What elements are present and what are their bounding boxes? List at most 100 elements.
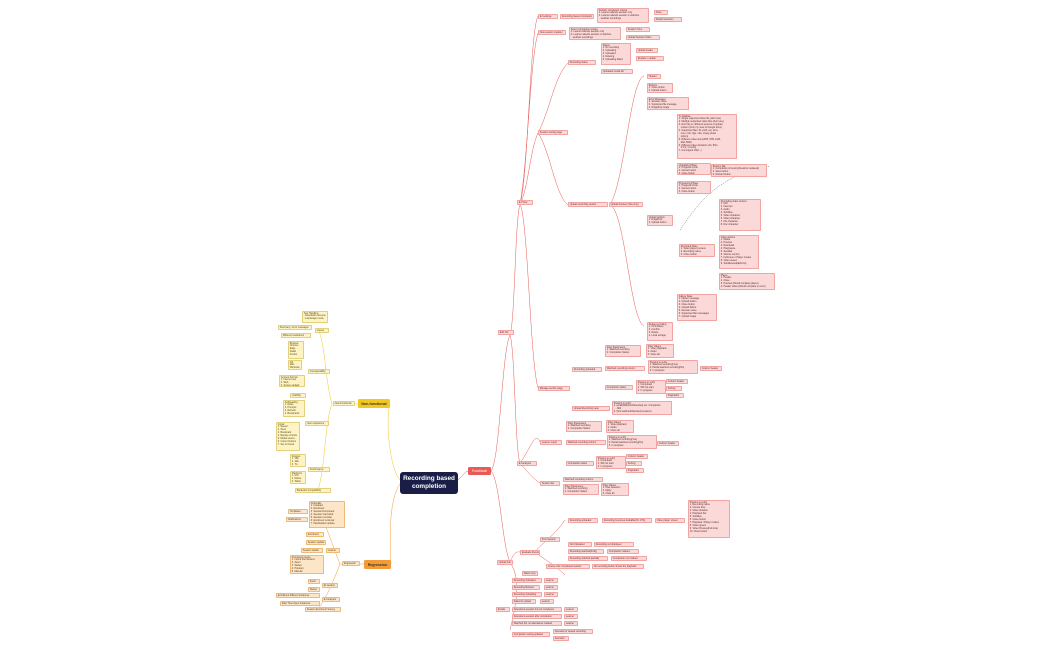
regression-node[interactable]: Regression	[364, 560, 391, 569]
node-not-uploaded[interactable]: Not Uploaded	[568, 542, 592, 547]
node-learner-2[interactable]: Learner	[544, 585, 558, 590]
node-player-note[interactable]: Player 1. Header 2. Close 3. Preview (Wo…	[719, 273, 775, 290]
node-completion-status-2[interactable]: Completion status	[566, 461, 594, 466]
node-failure-state[interactable]: Failure State 1. Failure message 2. Uplo…	[677, 294, 717, 321]
node-upload-later[interactable]: Upload Recording Later	[572, 406, 610, 411]
node-sorting-2[interactable]: Sorting	[626, 461, 642, 466]
node-no-recording-button[interactable]: No recording button shows the playback	[592, 564, 644, 569]
node-recording-available[interactable]: Recording becomes Available(On CTA)	[602, 518, 652, 523]
node-watched-recording-column[interactable]: Watched recording column	[605, 366, 645, 371]
node-video-actions[interactable]: Video actions 1. Media 2. Preview 3. Dow…	[719, 235, 759, 269]
node-ej-settings-note[interactable]: Default: completion criteria 1. Learner …	[597, 8, 649, 23]
functional-node[interactable]: Functional	[468, 467, 491, 475]
node-recording-video-content[interactable]: Recording video content 1. fpdf 2. Inter…	[719, 199, 761, 231]
node-layout[interactable]: Layout	[315, 328, 329, 333]
node-performance[interactable]: Performance	[308, 467, 330, 472]
node-video-player-screen[interactable]: Video player screen	[655, 518, 685, 523]
node-post-session[interactable]: Post Session	[540, 537, 560, 542]
node-recording-status[interactable]: Recording status	[568, 60, 596, 65]
node-validations[interactable]: To Validate: 1. Single supported video f…	[677, 114, 737, 159]
node-pagination[interactable]: Pagination	[666, 393, 684, 398]
node-notification-items[interactable]: All Emails 1. Invitation 2. Enrolment 3.…	[309, 501, 345, 528]
node-recording-uploaded-2[interactable]: Recording uploaded	[568, 518, 598, 523]
node-replace-update[interactable]: Replace / update	[636, 56, 664, 61]
node-processing-phase[interactable]: Processing Phase 1. Progress Circle 2. C…	[677, 181, 711, 194]
node-header[interactable]: Header	[647, 74, 661, 79]
node-os-browser[interactable]: Browser Chrome Edge Safari Firefox	[288, 341, 304, 359]
node-usability[interactable]: Usability	[290, 393, 306, 398]
node-uploaded-media-list[interactable]: Uploaded media list	[601, 69, 633, 74]
node-watched-recording-column-3[interactable]: Watched recording column	[563, 477, 603, 482]
node-layout-items[interactable]: Text Handling - Resolution screens - Lan…	[302, 311, 328, 323]
node-inputs[interactable]: Inputs 1. Speed 2. Seek 3. Bookmark 4. R…	[276, 422, 300, 451]
node-attended-or-viewed[interactable]: Attended or viewed recording	[553, 629, 593, 634]
node-webex[interactable]: Webex	[308, 587, 320, 592]
non-functional-node[interactable]: Non-functional	[358, 399, 390, 408]
node-different-resolutions[interactable]: Different resolutions	[281, 333, 311, 338]
node-recorded-state[interactable]: Recorded State 1. Video player preview 2…	[679, 244, 715, 257]
node-completion-to-verify[interactable]: Params to verify 1. Completed 2. Will no…	[636, 380, 666, 394]
node-notifications[interactable]: Notifications	[286, 517, 308, 522]
node-zoom[interactable]: Zoom	[308, 579, 320, 584]
node-buttons-tab[interactable]: Buttons Tab 1. Completion is hereby(Sess…	[711, 164, 767, 177]
node-session-setting-page[interactable]: Session setting page	[538, 130, 568, 135]
node-delete-recording[interactable]: Delete recording 1. CTA Delete 2. Confir…	[647, 322, 673, 341]
node-recording-watched-fully[interactable]: Recording watched(Fully)	[568, 549, 604, 554]
node-upload-content-cta[interactable]: Upload Content (Cta only)	[609, 202, 643, 207]
node-new-session-note[interactable]: Select completion criteria 1. Learner at…	[569, 27, 621, 40]
node-default-selection[interactable]: Default selection	[654, 17, 682, 22]
node-params-to-verify-player[interactable]: Params to verify 1. Recording name 2. Co…	[688, 500, 730, 538]
node-learner-3[interactable]: Learner	[544, 592, 558, 597]
node-user-actions[interactable]: Subheading 1. Mode 2. Prompts 3. Refresh…	[283, 400, 305, 417]
node-watch-only[interactable]: Watch only	[522, 571, 538, 576]
node-upload-later-note[interactable]: Params to verify 1. email(Watched/Attend…	[612, 401, 672, 415]
node-os-list[interactable]: OS Mac Windows	[288, 360, 302, 370]
node-watched-no-attendance[interactable]: Watched full, no attendance marked	[512, 621, 562, 626]
node-completion-setting-updated[interactable]: Completion setting updated	[512, 632, 550, 637]
node-session-list[interactable]: Session list	[540, 481, 560, 486]
node-regression-learner[interactable]: Learner	[326, 548, 340, 553]
node-backward-compat[interactable]: Backward compatibility	[295, 488, 331, 493]
root-node[interactable]: Recording based completion	[400, 472, 458, 494]
node-learner-filter-params[interactable]: Filter Parameters 1. Watched recording 2…	[566, 421, 602, 432]
node-filter-params[interactable]: Filter Parameters 1. Watched recording 2…	[605, 345, 641, 357]
node-edit-job[interactable]: Edit Job	[498, 330, 514, 335]
node-column-header-2[interactable]: Column header	[666, 379, 688, 384]
node-upload-job[interactable]: Upload Job	[497, 560, 513, 565]
node-learner-report[interactable]: Learner report	[540, 440, 562, 445]
node-enrolment[interactable]: Enrolment	[306, 532, 324, 537]
node-new-functional[interactable]: New Functional	[333, 401, 355, 406]
node-ej-view[interactable]: EJ View	[517, 200, 533, 205]
node-filter-values[interactable]: Filter Values 1. Video playback 2. Audio…	[646, 344, 674, 358]
node-column-header[interactable]: Column header	[700, 366, 722, 371]
node-start-time[interactable]: Start Time Open Instances	[280, 601, 320, 606]
node-course-cta-completed[interactable]: Course Cta: Completed session	[546, 564, 590, 569]
node-recording-not-displayed[interactable]: Recording not displayed	[594, 542, 634, 547]
node-recording-uploaded[interactable]: Recording uploaded	[572, 367, 602, 372]
node-enrollment-instances[interactable]: Enrollment different instances	[276, 593, 320, 598]
node-none[interactable]: None	[654, 10, 668, 15]
node-watched-to-verify[interactable]: Params to verify 1. Watched recording(Ye…	[648, 360, 698, 374]
node-new-session[interactable]: New session creation	[538, 30, 566, 35]
node-recording-deleted[interactable]: Recording Deleted	[512, 585, 540, 590]
node-session-time[interactable]: Session Time	[626, 27, 650, 32]
node-learner-7[interactable]: Learner	[564, 621, 578, 626]
node-column-header-3[interactable]: Column header	[657, 441, 679, 446]
node-evaluate-recording[interactable]: Evaluate Recording	[520, 550, 540, 555]
node-filter-values-3[interactable]: Filter Values 1. Plan selection 2. Apply…	[601, 483, 629, 496]
node-column-header-4[interactable]: Column header	[626, 454, 648, 459]
node-recording-uploading[interactable]: Recording Uploading	[512, 592, 542, 597]
node-learner-to-verify[interactable]: Params to verify 1. Watched recording(Ye…	[607, 435, 657, 449]
node-recording-watched-partially[interactable]: Recording watched partially	[568, 556, 608, 561]
node-session-details[interactable]: Session details	[301, 548, 323, 553]
node-templates[interactable]: Templates	[288, 509, 308, 514]
node-sorting[interactable]: Sorting	[666, 386, 682, 391]
node-learner-filter-values[interactable]: Filter Values 1. Video playback 2. Audio…	[606, 420, 634, 433]
node-complete-marked[interactable]: Completion marked	[607, 549, 639, 554]
node-learner-4[interactable]: Learner	[540, 599, 554, 604]
node-attended-after-completion[interactable]: Attended a session after completion	[512, 614, 562, 619]
node-upload-options[interactable]: Upload options 1. Drag/Drop 2. Upload bu…	[647, 215, 673, 226]
node-session-update[interactable]: Session update	[306, 540, 326, 545]
node-upload-media[interactable]: Upload media	[636, 48, 658, 53]
node-devices[interactable]: Devices 1. 15in 2. 10in 3. 7in	[290, 454, 306, 467]
